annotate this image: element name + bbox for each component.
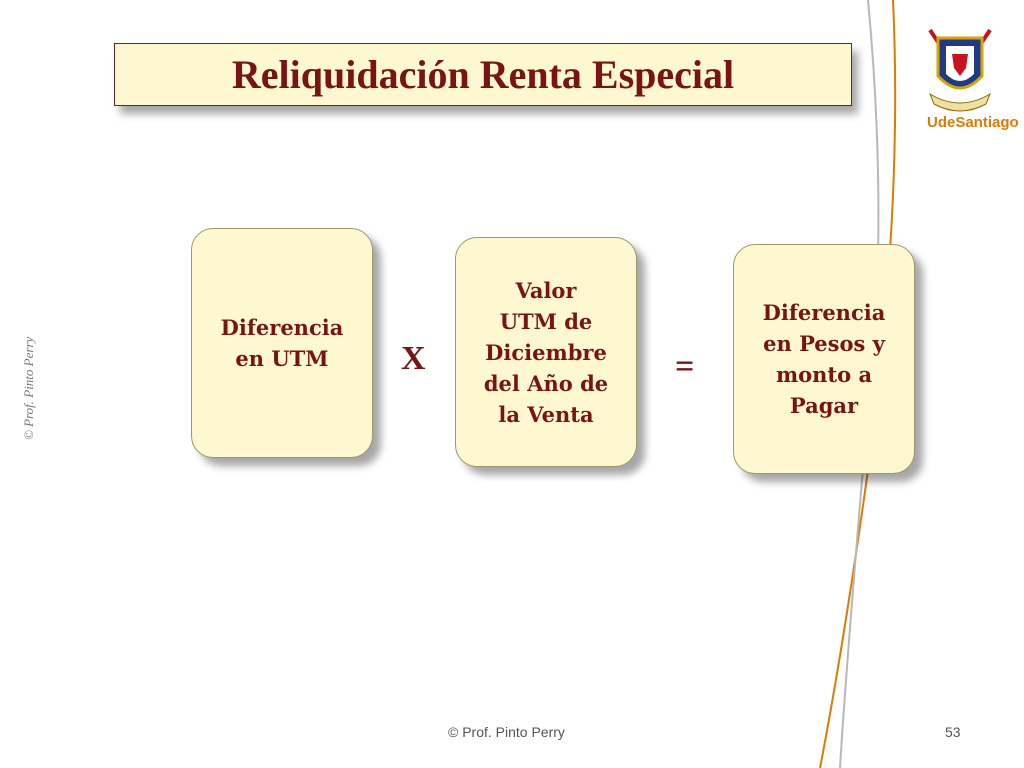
university-logo-text: UdeSantiago [927, 114, 1019, 131]
box-valor-utm: Valor UTM de Diciembre del Año de la Ven… [455, 237, 637, 467]
box-label: Diferencia en UTM [220, 315, 344, 371]
equals-operator: = [675, 348, 695, 385]
box-label: Valor UTM de Diciembre del Año de la Ven… [483, 277, 609, 427]
footer-copyright: © Prof. Pinto Perry [448, 724, 565, 740]
page-number: 53 [945, 724, 961, 740]
title-banner: Reliquidación Renta Especial [114, 43, 852, 106]
box-diferencia-pesos: Diferencia en Pesos y monto a Pagar [733, 244, 915, 474]
university-crest-icon [928, 28, 992, 112]
box-label: Diferencia en Pesos y monto a Pagar [762, 300, 886, 418]
slide-title: Reliquidación Renta Especial [231, 52, 735, 97]
box-diferencia-utm: Diferencia en UTM [191, 228, 373, 458]
side-watermark: © Prof. Pinto Perry [21, 336, 36, 440]
multiply-operator: X [401, 340, 426, 377]
